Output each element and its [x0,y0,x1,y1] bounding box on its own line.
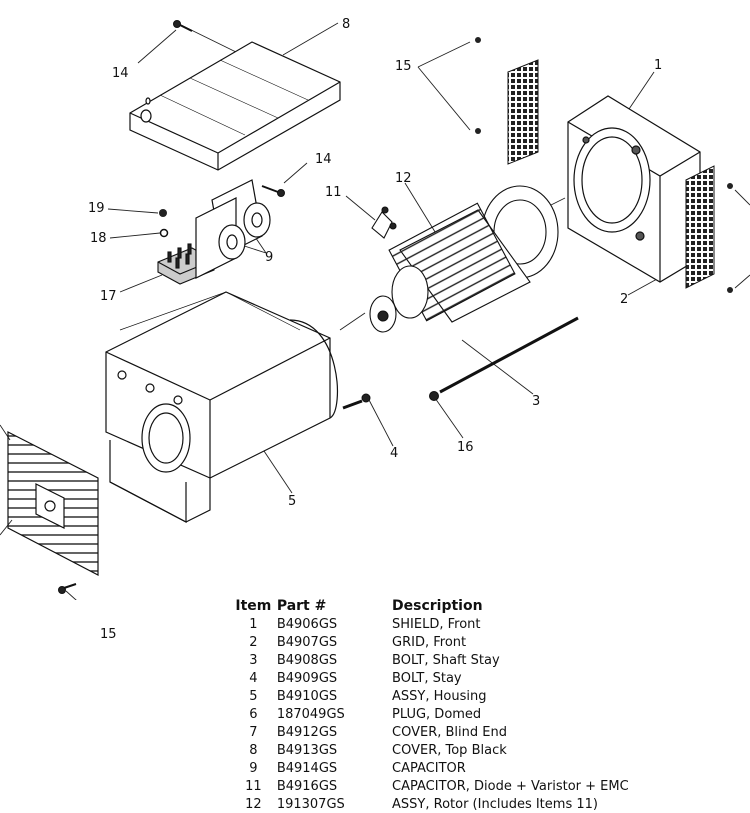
screw-15-bottom [58,583,77,594]
capacitors-9 [195,179,271,279]
description-cell: SHIELD, Front [392,616,481,632]
description-cell: COVER, Top Black [392,742,507,758]
description-cell: GRID, Front [392,634,467,650]
rotor-assembly [369,185,559,333]
shaft-bolt-3 [429,316,579,401]
callout-18: 18 [90,231,107,246]
callout-15-top: 15 [395,59,412,74]
table-row: 8 B4913GS COVER, Top Black [230,741,750,759]
top-cover [129,41,341,171]
part-cell: B4914GS [276,760,338,776]
item-cell: 6 [249,706,258,722]
table-row: 9 B4914GS CAPACITOR [230,759,750,777]
bolt-4 [342,393,371,410]
description-cell: BOLT, Stay [392,670,462,686]
grid-2 [685,165,733,293]
item-cell: 2 [249,634,258,650]
housing-5 [105,291,339,523]
item-cell: 4 [249,670,258,686]
grid-15-top [475,37,539,165]
table-row: 4 B4909GS BOLT, Stay [230,669,750,687]
table-row: 6 187049GS PLUG, Domed [230,705,750,723]
screw-14-side [261,185,285,197]
part-cell: 187049GS [276,706,345,722]
part-cell: B4906GS [276,616,338,632]
part-cell: B4916GS [276,778,338,794]
part-cell: B4907GS [276,634,338,650]
washer-18 [159,228,169,238]
callout-1: 1 [654,58,663,73]
callout-17: 17 [100,289,117,304]
part-cell: 191307GS [276,796,345,812]
item-cell: 12 [245,796,262,812]
parts-list-table: Item Part # Description 1 B4906GS SHIELD, … [230,597,750,813]
description-cell: ASSY, Rotor (Includes Items 11) [392,796,598,812]
part-cell: B4910GS [276,688,338,704]
callout-5: 5 [288,494,297,509]
part-cell: B4913GS [276,742,338,758]
callout-11: 11 [325,185,342,200]
callout-19: 19 [88,201,105,216]
diode-capacitor [371,206,397,239]
description-cell: PLUG, Domed [392,706,482,722]
part-cell: B4908GS [276,652,338,668]
screw-14-top [173,20,193,32]
exploded-parts-diagram [0,20,750,600]
table-row: 3 B4908GS BOLT, Shaft Stay [230,651,750,669]
callout-4: 4 [390,446,399,461]
callout-12: 12 [395,171,412,186]
description-cell: ASSY, Housing [392,688,487,704]
header-description: Description [392,598,483,614]
table-row: 5 B4910GS ASSY, Housing [230,687,750,705]
item-cell: 3 [249,652,258,668]
description-cell: BOLT, Shaft Stay [392,652,500,668]
table-header-row: Item Part # Description [230,597,750,615]
item-cell: 9 [249,760,258,776]
callout-3: 3 [532,394,541,409]
callout-2: 2 [620,292,629,307]
callout-16: 16 [457,440,474,455]
item-cell: 8 [249,742,258,758]
description-cell: CAPACITOR [392,760,466,776]
front-shield [567,95,701,283]
callout-9: 9 [265,250,274,265]
table-row: 7 B4912GS COVER, Blind End [230,723,750,741]
table-row: 2 B4907GS GRID, Front [230,633,750,651]
part-cell: B4909GS [276,670,338,686]
description-cell: CAPACITOR, Diode + Varistor + EMC [392,778,629,794]
header-part-number: Part # [276,598,327,614]
callout-14-top: 14 [112,66,129,81]
callout-14-side: 14 [315,152,332,167]
part-cell: B4912GS [276,724,338,740]
nut-19 [159,209,167,217]
table-row: 12 191307GS ASSY, Rotor (Includes Items 11… [230,795,750,813]
item-cell: 7 [249,724,258,740]
item-cell: 11 [245,778,262,794]
item-cell: 1 [249,616,258,632]
table-row: 11 B4916GS CAPACITOR, Diode + Varistor + E… [230,777,750,795]
callout-8: 8 [342,17,351,32]
description-cell: COVER, Blind End [392,724,507,740]
header-item: Item [235,598,272,614]
table-row: 1 B4906GS SHIELD, Front [230,615,750,633]
callout-15-bottom: 15 [100,627,117,642]
item-cell: 5 [249,688,258,704]
louvered-grille [7,431,99,576]
